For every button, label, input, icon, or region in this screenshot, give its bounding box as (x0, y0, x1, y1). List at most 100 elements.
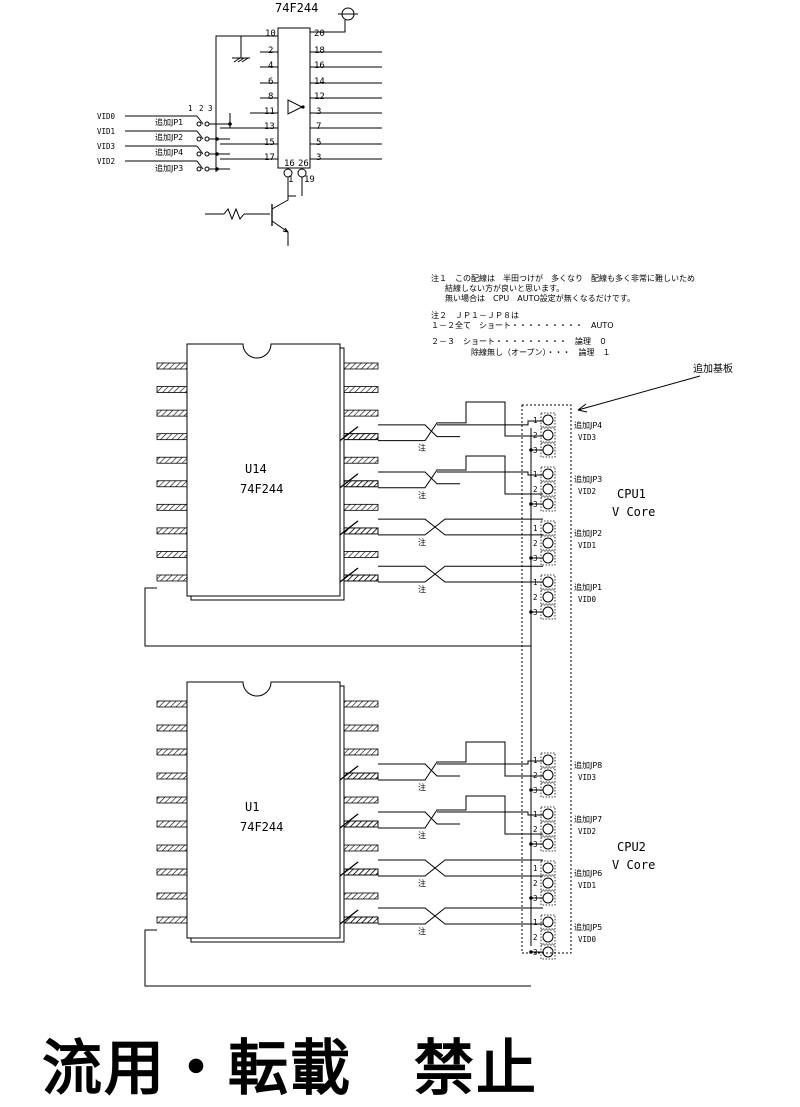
chip-pin-left (156, 527, 188, 535)
jumper-pin-icon (542, 591, 554, 603)
pin-number: 5 (316, 138, 321, 148)
pin-number: 3 (316, 153, 321, 163)
note-mark: 注 (418, 830, 426, 840)
jumper-pin-icon (542, 892, 554, 904)
chip-pin-left (156, 724, 188, 732)
chip-pin-left (156, 892, 188, 900)
chip-pin-left (156, 409, 188, 417)
pin-number: 13 (264, 122, 275, 132)
chip-pin-left (156, 574, 188, 582)
top-chip-label: 74F244 (275, 1, 318, 15)
pin-number: 10 (265, 29, 276, 39)
jumper-pin-number: 2 (533, 485, 538, 494)
pin-number: 11 (264, 107, 275, 117)
chip-group-2: U174F244123追加JP8VID3注123追加JP7VID2注123追加J… (144, 681, 655, 987)
jumper-pin-number: 2 (533, 825, 538, 834)
jumper-pin-icon (542, 754, 554, 766)
buffer-triangle-icon (287, 99, 304, 115)
jumper-label: 追加JP1 (574, 582, 602, 592)
jumper-pin-icon (542, 916, 554, 928)
jp-header-pin: 3 (208, 104, 213, 113)
chip-pin-left (156, 748, 188, 756)
notes-block: 注１ この配線は 半田つけが 多くなり 配線も多く非常に難しいため 結線しない方… (431, 273, 695, 357)
note-line: 除線無し（オープン）・・・ 論理 １ (471, 347, 611, 357)
vid-label: VID0 (97, 112, 116, 121)
note-mark: 注 (418, 443, 426, 453)
chip-pin-left (156, 916, 188, 924)
jumper-pin-number: 2 (533, 593, 538, 602)
chip-pin-right (343, 724, 379, 732)
pin-number: 16 (284, 159, 295, 169)
jumper-pin-icon (542, 838, 554, 850)
pin-number: 15 (264, 138, 275, 148)
jumper-label: 追加JP4 (574, 420, 602, 430)
jumper-pin-icon (542, 537, 554, 549)
note-line: 注１ この配線は 半田つけが 多くなり 配線も多く非常に難しいため (431, 273, 695, 283)
jumper-pin-icon (542, 769, 554, 781)
jumper-pin-icon (542, 414, 554, 426)
jumper-label: 追加JP2 (574, 528, 602, 538)
jumper-pin-icon (542, 429, 554, 441)
board-label: 追加基板 (693, 362, 733, 375)
chip-pin-right (343, 503, 379, 511)
top-chip-body (277, 27, 311, 169)
vid-label: VID3 (97, 142, 115, 151)
jp-label: 追加JP3 (155, 163, 183, 173)
jumper-pin-icon (542, 946, 554, 958)
core-label: V Core (612, 505, 655, 519)
cpu-label: CPU2 (617, 840, 646, 854)
pin-number: 7 (316, 122, 321, 132)
cpu-label: CPU1 (617, 487, 646, 501)
chip-pin-left (156, 868, 188, 876)
note-line: 結線しない方が良いと思います。 (445, 283, 564, 293)
pin-number: 4 (268, 61, 273, 71)
jumper-pin-number: 1 (533, 864, 538, 873)
jumper-pin-icon (542, 877, 554, 889)
no-reuse-banner: 流用・転載 禁止 (42, 1034, 538, 1104)
chip-pin-right (343, 892, 379, 900)
jumper-pin-icon (542, 498, 554, 510)
chip-type: 74F244 (240, 482, 283, 496)
note-mark: 注 (418, 926, 426, 936)
jumper-pin-icon (542, 931, 554, 943)
chip-pin-left (156, 551, 188, 558)
top-schematic: 74F244 10 2 4 6 8 11 13 15 17 20 18 16 1… (97, 1, 382, 246)
chip-name: U1 (245, 800, 259, 814)
note-mark: 注 (418, 490, 426, 500)
chip-pin-right (343, 409, 379, 417)
pin-number: 2 (268, 46, 273, 56)
vid-label: VID3 (578, 773, 596, 782)
chip-name: U14 (245, 462, 267, 476)
chip-body (186, 343, 341, 597)
jumper-pin-number: 2 (533, 933, 538, 942)
vid-label: VID1 (578, 541, 596, 550)
jumper-pin-icon (542, 483, 554, 495)
pin-number: 17 (264, 153, 275, 163)
jumper-pin-icon (542, 468, 554, 480)
pin-number: 8 (268, 92, 273, 102)
chip-pin-right (343, 844, 379, 852)
jp-header-pin: 1 (188, 104, 193, 113)
pin-number: 19 (304, 175, 315, 185)
chip-pin-left (156, 796, 188, 804)
chip-pin-right (343, 551, 379, 558)
vid-label: VID2 (97, 157, 115, 166)
top-right-pin-numbers: 20 18 16 14 12 3 7 5 3 (314, 29, 325, 163)
note-mark: 注 (418, 782, 426, 792)
vid-label: VID2 (578, 827, 596, 836)
jumper-pin-number: 2 (533, 879, 538, 888)
chip-pin-left (156, 820, 188, 828)
jumper-label: 追加JP6 (574, 868, 602, 878)
jp-label: 追加JP2 (155, 132, 183, 142)
top-jumper-contacts (196, 113, 232, 172)
chip-pin-left (156, 386, 188, 393)
chip-pin-right (343, 456, 379, 464)
jumper-pin-number: 1 (533, 524, 538, 533)
chip-pin-left (156, 772, 188, 780)
pin-number: 3 (316, 107, 321, 117)
jumper-pin-icon (542, 823, 554, 835)
